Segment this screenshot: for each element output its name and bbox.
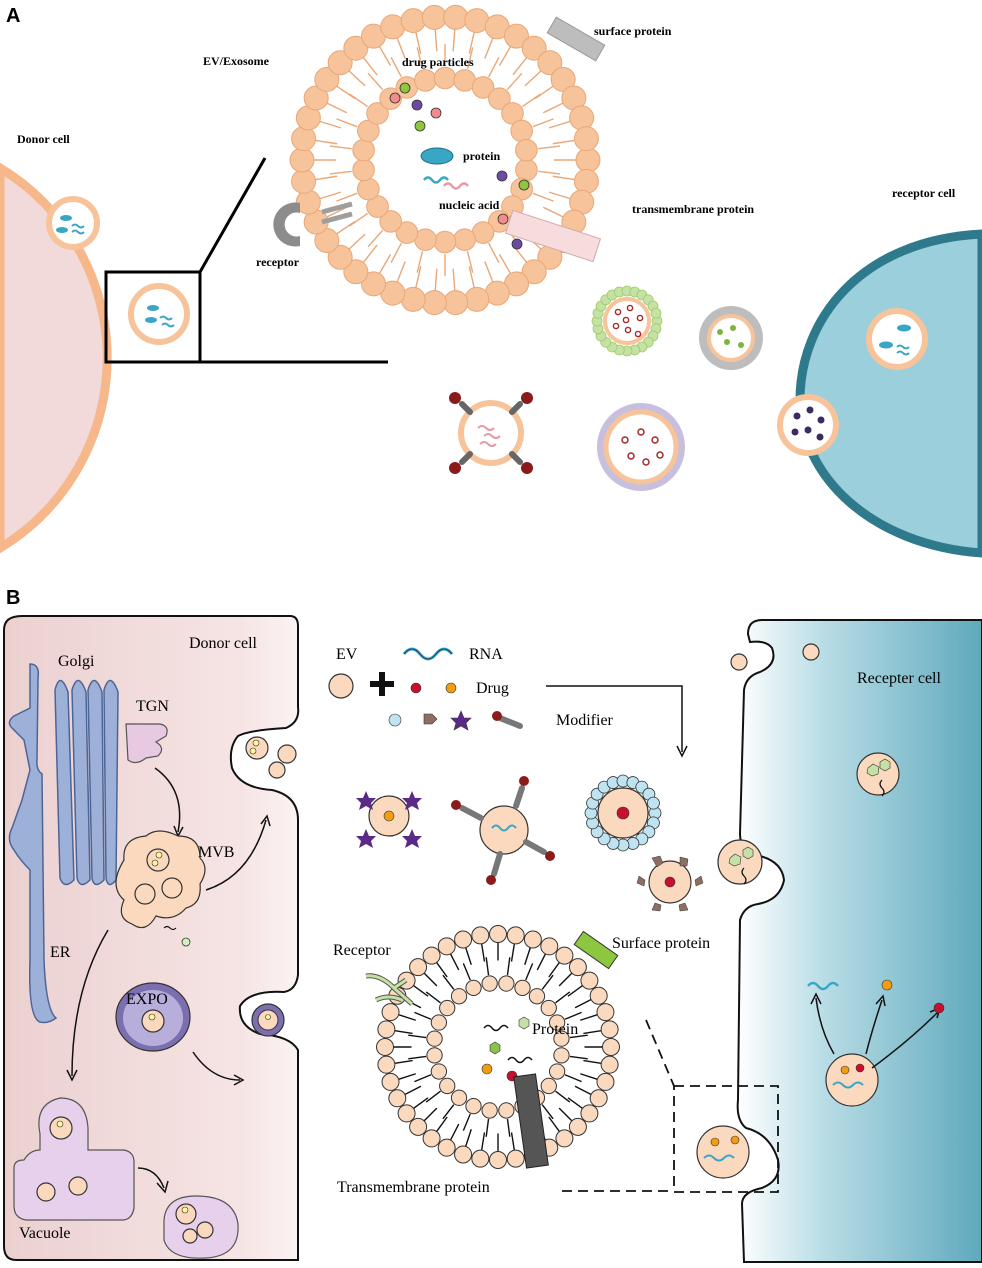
surface-protein-b — [573, 930, 619, 970]
zoom-dash-top — [645, 1019, 675, 1087]
exosome-b-contents — [481, 1016, 533, 1082]
drug-particle — [414, 120, 426, 132]
secreted-exosomes-b — [245, 736, 297, 779]
drug-particles-label: drug particles — [402, 55, 474, 69]
golgi-organelle — [54, 679, 119, 886]
transmembrane-protein-b — [513, 1073, 549, 1169]
drug-particle — [496, 170, 508, 182]
vacuole-small — [163, 1195, 239, 1259]
drug-red-icon — [410, 682, 422, 694]
released-drug-orange — [881, 979, 893, 991]
green-membrane-vesicle — [591, 285, 663, 357]
zoom-box — [104, 270, 202, 364]
release-arrows — [810, 992, 942, 1069]
modifier-label: Modifier — [556, 712, 614, 729]
receptor-cell-label: receptor cell — [892, 186, 956, 200]
purple-membrane-vesicle — [597, 403, 685, 491]
star-modified-ev — [356, 791, 422, 848]
mvb-to-membrane-arrow — [205, 819, 267, 891]
protein-b-label: Protein — [532, 1021, 578, 1038]
nucleic-acid-blue — [423, 176, 449, 184]
drug-particle — [511, 238, 523, 250]
nucleic-acid-pink — [443, 182, 469, 190]
expo-organelle — [115, 982, 191, 1052]
antibody-modified-ev — [451, 776, 555, 885]
drug-particle — [518, 179, 530, 191]
er-organelle — [8, 663, 58, 1024]
modified-vesicle-a — [449, 392, 533, 474]
panel-b-letter: B — [6, 587, 20, 609]
expo-secreted — [251, 1003, 285, 1037]
receptor-vesicle — [866, 308, 928, 370]
vacuole-arrow — [137, 1167, 165, 1189]
panel-a-letter: A — [6, 5, 20, 27]
receptor-a — [273, 202, 300, 247]
tgn-to-mvb-arrow — [154, 767, 181, 833]
surface-protein-a-label: surface protein — [594, 24, 672, 38]
donor-cell-a-label: Donor cell — [17, 132, 70, 146]
golgi-label: Golgi — [58, 653, 95, 670]
transmembrane-protein-a-label: transmembrane protein — [632, 202, 754, 216]
drug-particle — [497, 213, 509, 225]
drug-particle — [399, 82, 411, 94]
released-drug-red — [933, 1002, 945, 1014]
surface-protein-b-label: Surface protein — [612, 935, 710, 952]
expo-label: EXPO — [126, 991, 168, 1008]
receptor-binding — [321, 201, 353, 225]
er-label: ER — [50, 944, 71, 961]
tgn-label: TGN — [136, 698, 169, 715]
modifier-star-icon — [450, 710, 472, 731]
receptor-a-label: receptor — [256, 255, 300, 269]
mvb-to-vacuole-arrow — [71, 929, 109, 1077]
nucleic-acid-label: nucleic acid — [439, 198, 500, 212]
uptake-vesicles — [696, 643, 900, 1179]
protein-oval — [420, 147, 454, 165]
mvb-organelle — [115, 830, 206, 947]
recepter-cell-b — [736, 619, 982, 1263]
fusing-vesicle — [777, 394, 839, 456]
ev-label: EV — [336, 646, 358, 663]
mvb-label: MVB — [198, 844, 234, 861]
plus-sign — [370, 672, 394, 696]
donor-vesicle-2 — [128, 283, 190, 345]
rna-icon — [402, 647, 454, 661]
transmembrane-protein-b-label: Transmembrane protein — [337, 1179, 490, 1196]
legend-arrow — [546, 685, 683, 752]
drug-label: Drug — [476, 680, 509, 697]
peptide-modified-ev — [636, 855, 704, 912]
vacuole-organelle — [13, 1097, 135, 1221]
zoom-line-top — [198, 157, 267, 273]
expo-to-membrane-arrow — [192, 1051, 241, 1081]
receptor-cell-a — [795, 229, 982, 558]
modifier-sphere-icon — [388, 713, 402, 727]
exosome-bilayer-b — [376, 925, 620, 1169]
drug-particle — [430, 107, 442, 119]
modifier-peptide-icon — [423, 713, 438, 725]
vacuole-label: Vacuole — [19, 1225, 71, 1242]
ev-exosome-label: EV/Exosome — [203, 54, 270, 68]
protein-a-label: protein — [463, 149, 500, 163]
exosome-contents — [389, 82, 530, 250]
modifier-antibody-icon — [492, 711, 523, 729]
transmembrane-protein-a — [504, 209, 602, 263]
surface-protein-a — [546, 16, 606, 62]
drug-particle — [389, 92, 401, 104]
drug-orange-icon — [445, 682, 457, 694]
exosome-bilayer-a — [289, 4, 601, 316]
tgn-organelle — [125, 723, 168, 764]
released-rna — [807, 981, 839, 991]
legend-ev — [328, 673, 354, 699]
drug-particle — [411, 99, 423, 111]
sphere-modified-ev — [584, 774, 662, 852]
grey-membrane-vesicle — [699, 306, 763, 370]
donor-vesicle-1 — [46, 196, 100, 250]
zoom-box-b — [673, 1085, 779, 1193]
dot-mark — [637, 833, 639, 835]
rna-label: RNA — [469, 646, 503, 663]
donor-cell-b-label: Donor cell — [189, 635, 258, 652]
receptor-b-label: Receptor — [333, 942, 391, 959]
recepter-cell-label: Recepter cell — [857, 670, 942, 687]
